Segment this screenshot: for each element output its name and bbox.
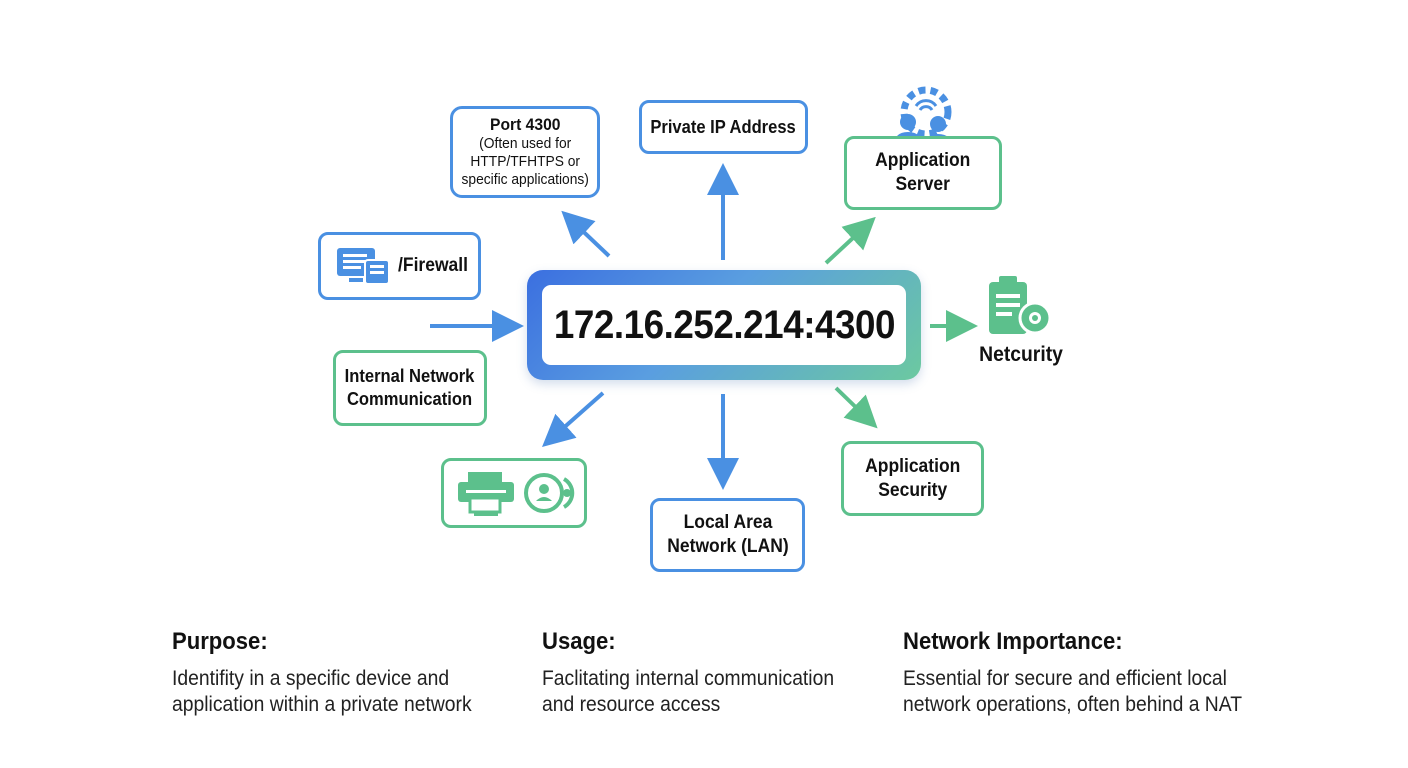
arrow-to-port — [561, 210, 611, 258]
ip-address-label: 172.16.252.214:4300 — [553, 302, 895, 347]
network-importance-heading: Network Importance: — [903, 628, 1123, 655]
app-server-label: Application Server — [875, 150, 971, 195]
port-detail: (Often used for HTTP/TFHTPS or specific … — [461, 135, 589, 188]
arrow-to-app-security — [834, 386, 878, 429]
private-ip-label: Private IP Address — [650, 117, 797, 137]
firewall-node: /Firewall — [318, 232, 481, 300]
private-ip-node: Private IP Address — [639, 100, 808, 154]
arrow-to-app-server — [824, 216, 876, 265]
netcurity-label: Netcurity — [979, 343, 1063, 366]
printer-device-icon — [454, 468, 582, 518]
app-server-node: Application Server — [844, 136, 1002, 210]
port-title: Port 4300 — [489, 115, 561, 134]
network-importance-text: Essential for secure and efficient local… — [903, 667, 1243, 716]
firewall-label: /Firewall — [398, 255, 468, 276]
arrow-to-printer — [542, 391, 605, 447]
app-security-label: Application Security — [864, 455, 961, 501]
purpose-text: Identifity in a specific device and appl… — [172, 667, 472, 716]
purpose-heading: Purpose: — [172, 628, 268, 655]
port-node: Port 4300 (Often used for HTTP/TFHTPS or… — [450, 106, 600, 198]
lan-label: Local Area Network (LAN) — [666, 512, 789, 557]
usage-text: Faclitating internal communication and r… — [542, 667, 835, 716]
ip-address-box: 172.16.252.214:4300 — [527, 270, 921, 380]
lan-node: Local Area Network (LAN) — [650, 498, 805, 572]
printer-device-node — [441, 458, 587, 528]
usage-heading: Usage: — [542, 628, 616, 655]
firewall-server-icon — [335, 246, 391, 286]
internal-network-node: Internal Network Communication — [333, 350, 487, 426]
internal-network-label: Internal Network Communication — [345, 366, 475, 409]
app-security-node: Application Security — [841, 441, 984, 516]
clipboard-gear-icon — [985, 274, 1057, 338]
